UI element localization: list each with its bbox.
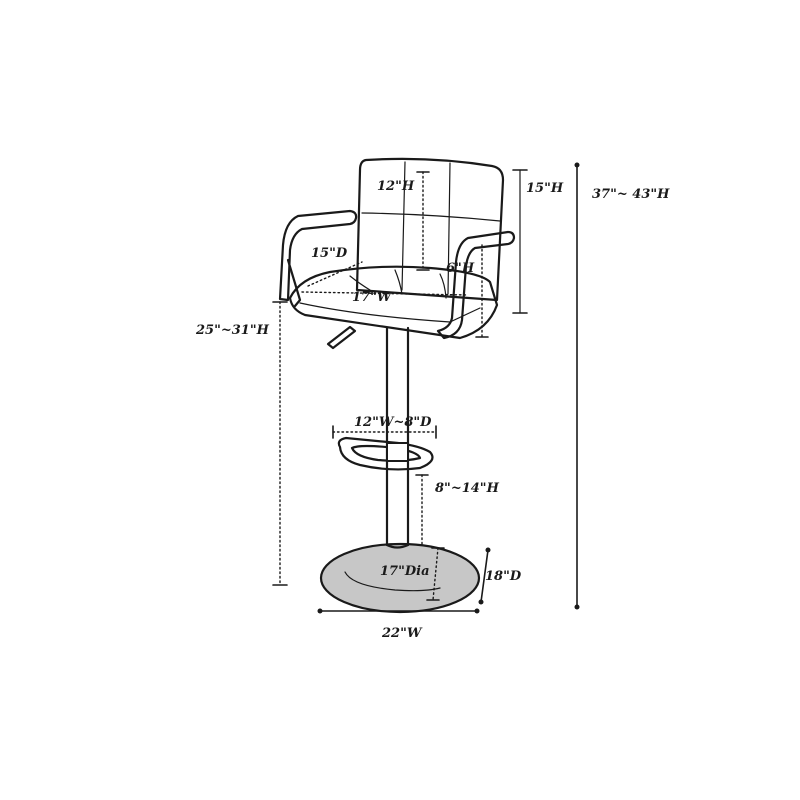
back-height-label: 15"H (526, 181, 564, 196)
left-armrest (278, 209, 358, 308)
overall-height-label: 37"~ 43"H (592, 187, 670, 202)
base-depth-label: 18"D (485, 569, 522, 584)
footrest-size-label: 12"W~8"D (354, 415, 432, 430)
back-panel-height-label: 12"H (377, 179, 415, 194)
gas-lift-column (385, 326, 410, 549)
footrest-ring (337, 436, 434, 471)
bar-stool-illustration (278, 157, 516, 614)
dimension-lines (272, 162, 580, 614)
arm-height-label: 6"H (446, 261, 475, 276)
height-lever (326, 325, 357, 350)
right-armrest (436, 230, 516, 340)
seat-height-label: 25"~31"H (195, 323, 270, 338)
backrest (355, 157, 505, 302)
seat-depth-label: 15"D (311, 246, 348, 261)
overall-width-label: 22"W (381, 626, 423, 641)
seat-width-label: 17"W (352, 290, 393, 305)
base-diameter-label: 17"Dia (380, 564, 430, 579)
round-base (319, 542, 481, 614)
footrest-height-label: 8"~14"H (435, 481, 500, 496)
base-highlight (344, 571, 441, 592)
dimension-labels: 37"~ 43"H 25"~31"H 15"H 12"H 15"D 17"W 6… (195, 179, 670, 641)
